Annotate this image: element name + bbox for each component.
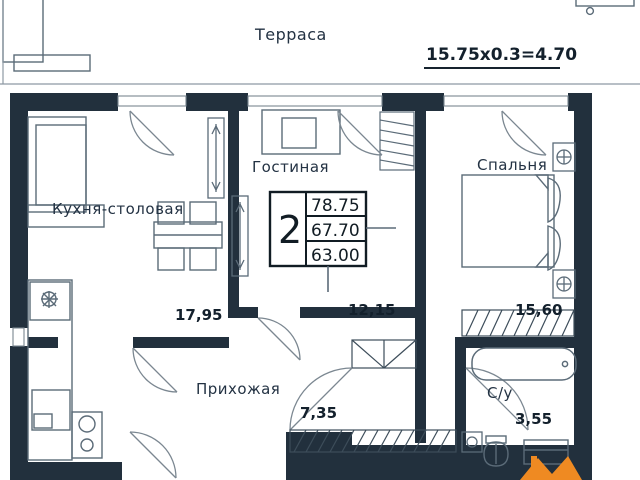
window-top-3 (443, 95, 569, 107)
hallway-storage-strip (289, 429, 457, 453)
hallway-closets (351, 339, 417, 369)
bathroom-label: С/у (487, 384, 513, 402)
hallway-door-swings (129, 347, 529, 479)
terrace-label: Терраса (254, 25, 327, 44)
hallway-area: 7,35 (300, 404, 337, 422)
kitchen-wall-unit (207, 117, 225, 199)
nightstand-bottom (552, 269, 576, 299)
door-swing-living-top (129, 110, 547, 156)
kitchen-dining-area: 17,95 (175, 306, 222, 324)
washing-machine (461, 431, 483, 453)
wall-living-bedroom (415, 111, 426, 337)
wall-bottom-1 (286, 432, 352, 445)
bathtub (471, 347, 577, 381)
living-room-label: Гостиная (252, 158, 329, 176)
terrace-area: Терраса 15.75x0.3=4.70 (0, 0, 640, 85)
wall-top-3 (382, 93, 444, 111)
logo-mark (520, 456, 582, 480)
living-wall-unit (231, 195, 249, 277)
stove-burner-1 (78, 415, 96, 433)
badge-area-living: 67.70 (311, 221, 360, 241)
wall-kitchen-bottom-left (28, 337, 58, 348)
kitchen-sink (31, 389, 71, 431)
kitchen-dining-label: Кухня-столовая (52, 200, 184, 218)
hallway-label: Прихожая (196, 380, 280, 398)
chair-2 (189, 201, 217, 225)
logo-bar-icon (531, 456, 537, 468)
kitchen-dining-room: Кухня-столовая 17,95 (27, 116, 225, 461)
wall-kitchen-bottom (133, 337, 229, 348)
area-badge: 2 78.75 67.70 63.00 (268, 190, 396, 292)
badge-frame (268, 190, 368, 268)
stove-burner-2 (80, 438, 94, 452)
wall-left-upper (10, 93, 28, 328)
dining-table-set (153, 201, 223, 271)
living-room: Гостиная 12,15 (129, 109, 547, 361)
terrace-railing-left-b (13, 54, 91, 72)
chair-3 (157, 247, 185, 271)
wall-top-2 (186, 93, 248, 111)
pillow-2 (547, 225, 561, 272)
wall-bottom-left (10, 462, 122, 480)
bed (461, 174, 561, 272)
kitchen-stove (71, 411, 103, 459)
sink (523, 439, 569, 465)
terrace-dimension: 15.75x0.3=4.70 (426, 45, 577, 65)
stairs-hatch (379, 111, 415, 171)
wall-living-bedroom-lower (415, 337, 426, 443)
wall-left-lower (10, 346, 28, 480)
wall-living-bottom-right (300, 307, 426, 318)
window-top-2 (247, 95, 383, 107)
wall-bathroom-left (455, 337, 466, 480)
living-desk (261, 109, 341, 155)
kitchen-sink-drain (33, 413, 53, 429)
badge-area-total: 78.75 (311, 196, 360, 216)
window-left (12, 327, 25, 347)
badge-area-usable: 63.00 (311, 246, 360, 266)
bedroom-label: Спальня (477, 156, 547, 174)
kitchen-counter (27, 279, 103, 461)
bedroom-wardrobe (461, 309, 575, 337)
living-chair (281, 117, 317, 149)
bathroom: С/у 3,55 (461, 347, 577, 467)
bedroom: Спальня 15,60 (461, 142, 576, 337)
kitchen-upper-cabinet (29, 281, 71, 321)
door-swing-living-bottom (257, 317, 301, 361)
wall-living-bottom-left (228, 307, 258, 318)
bathroom-area: 3,55 (515, 410, 552, 428)
badge-rooms-count: 2 (278, 208, 302, 252)
chair-1 (157, 201, 185, 225)
nightstands (552, 142, 576, 299)
bedroom-area: 15,60 (515, 301, 562, 319)
living-room-area: 12,15 (348, 301, 395, 319)
terrace-fixture-right (575, 0, 635, 16)
window-top-1 (117, 95, 187, 107)
hallway: Прихожая 7,35 (129, 339, 529, 479)
pillow-1 (547, 177, 561, 224)
wall-bathroom-top (455, 337, 585, 348)
wall-top-1 (10, 93, 118, 111)
bathtub-drain (561, 360, 569, 368)
toilet (483, 435, 509, 467)
wall-kitchen-living (228, 111, 239, 307)
sofa (27, 116, 105, 228)
bed-corner-2 (534, 251, 549, 268)
wall-right (574, 93, 592, 480)
bed-corner-1 (534, 174, 549, 191)
chair-4 (189, 247, 217, 271)
nightstand-top (552, 142, 576, 172)
